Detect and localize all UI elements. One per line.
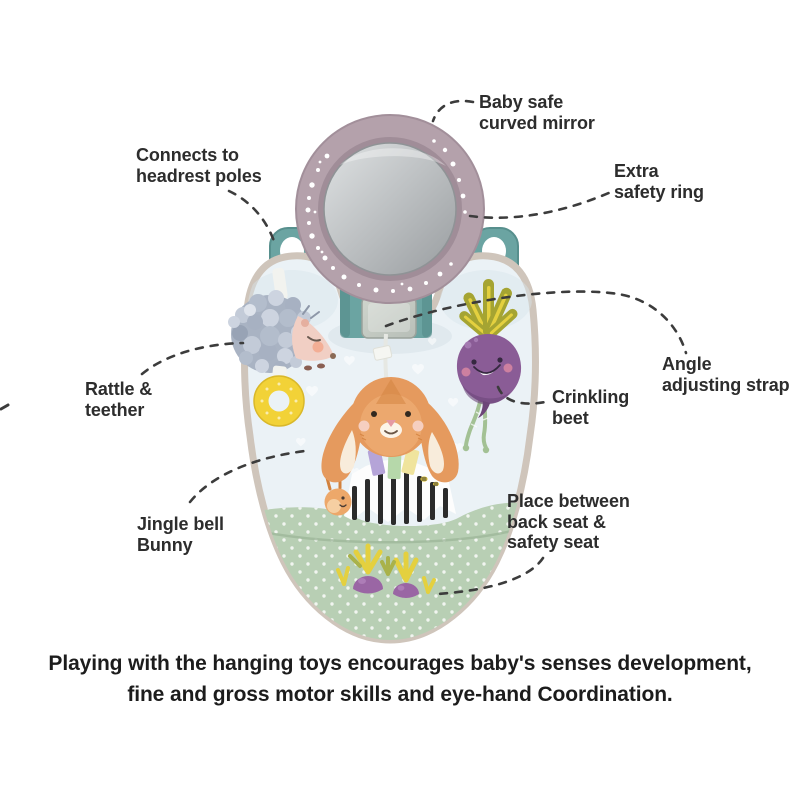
mirror-glass — [323, 142, 457, 276]
callout-lines — [0, 99, 688, 596]
fence-print — [344, 459, 456, 525]
beet-toy — [456, 279, 522, 454]
callout-label-safety-ring: Extra safety ring — [614, 161, 704, 202]
callout-label-rattle: Rattle & teether — [85, 379, 153, 420]
printed-beets — [336, 543, 436, 598]
callout-label-headrest: Connects to headrest poles — [136, 145, 262, 186]
hedgehog-toy — [228, 267, 336, 375]
caption: Playing with the hanging toys encourages… — [48, 652, 752, 706]
beet-leaves — [459, 279, 518, 340]
callout-label-angle-strap: Angle adjusting strap — [662, 354, 790, 395]
beet-face — [461, 337, 513, 377]
callout-line-beet — [496, 385, 552, 405]
callout-label-beet: Crinkling beet — [552, 387, 630, 428]
callout-line-safety-ring — [468, 190, 613, 219]
callout-line-headrest — [227, 189, 276, 243]
baby-mirror — [295, 114, 485, 304]
velcro-pad — [361, 296, 417, 339]
callout-line-mirror — [431, 99, 475, 123]
mirror-ring-dots — [305, 139, 467, 293]
teether-ring — [253, 365, 305, 427]
bunny-toy — [321, 377, 459, 483]
callout-line-placement — [435, 556, 545, 596]
callout-label-mirror: Baby safe curved mirror — [479, 92, 595, 133]
stray-dash — [0, 403, 10, 411]
callout-label-bunny: Jingle bell Bunny — [137, 514, 224, 555]
bunny-head — [351, 377, 431, 457]
callout-line-rattle — [140, 341, 245, 376]
callout-line-bunny — [188, 449, 307, 504]
hedgehog-face — [292, 305, 336, 371]
ring-dots — [260, 382, 298, 420]
callout-label-placement: Place between back seat & safety seat — [507, 491, 630, 553]
callout-line-angle-strap — [384, 290, 688, 355]
